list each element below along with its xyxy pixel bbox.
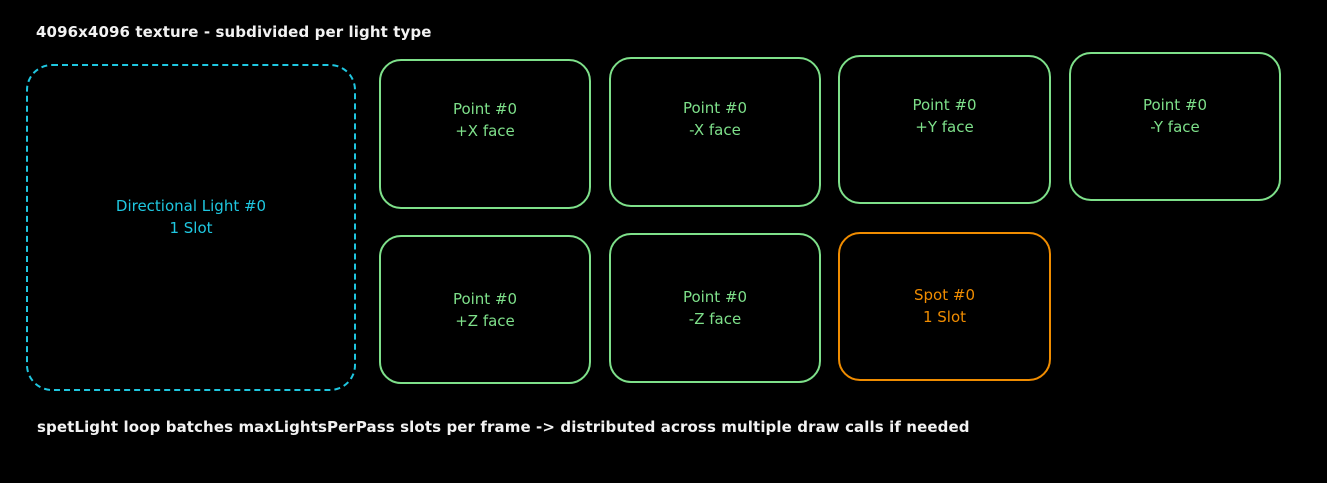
point-pos-x-title: Point #0	[452, 100, 518, 118]
point-neg-z-slot: Point #0 -Z face	[609, 233, 821, 383]
point-neg-y-face: -Y face	[1150, 117, 1200, 136]
batching-caption: spetLight loop batches maxLightsPerPass …	[37, 418, 970, 436]
point-neg-y-title: Point #0	[1142, 95, 1208, 114]
point-pos-x-face: +X face	[455, 122, 515, 140]
directional-light-slot-count: 1 Slot	[169, 218, 213, 237]
point-neg-z-title: Point #0	[682, 287, 748, 306]
point-pos-x-slot: Point #0 +X face	[379, 59, 591, 209]
directional-light-title: Directional Light #0	[115, 196, 267, 215]
texture-caption: 4096x4096 texture - subdivided per light…	[36, 23, 432, 41]
point-neg-z-face: -Z face	[688, 309, 742, 328]
point-neg-x-slot: Point #0 -X face	[609, 57, 821, 207]
point-pos-y-slot: Point #0 +Y face	[838, 55, 1051, 204]
point-pos-z-face: +Z face	[455, 311, 515, 330]
point-pos-y-title: Point #0	[912, 95, 977, 114]
point-neg-y-slot: Point #0 -Y face	[1069, 52, 1281, 201]
point-pos-z-slot: Point #0 +Z face	[379, 235, 591, 384]
point-pos-z-title: Point #0	[452, 289, 518, 308]
spot-light-slot-count: 1 Slot	[922, 307, 967, 326]
spot-light-title: Spot #0	[914, 285, 975, 304]
point-neg-x-face: -X face	[689, 121, 741, 139]
directional-light-slot: Directional Light #0 1 Slot	[26, 64, 356, 391]
point-pos-y-face: +Y face	[915, 117, 974, 136]
spot-light-slot: Spot #0 1 Slot	[838, 232, 1051, 381]
point-neg-x-title: Point #0	[682, 99, 748, 117]
